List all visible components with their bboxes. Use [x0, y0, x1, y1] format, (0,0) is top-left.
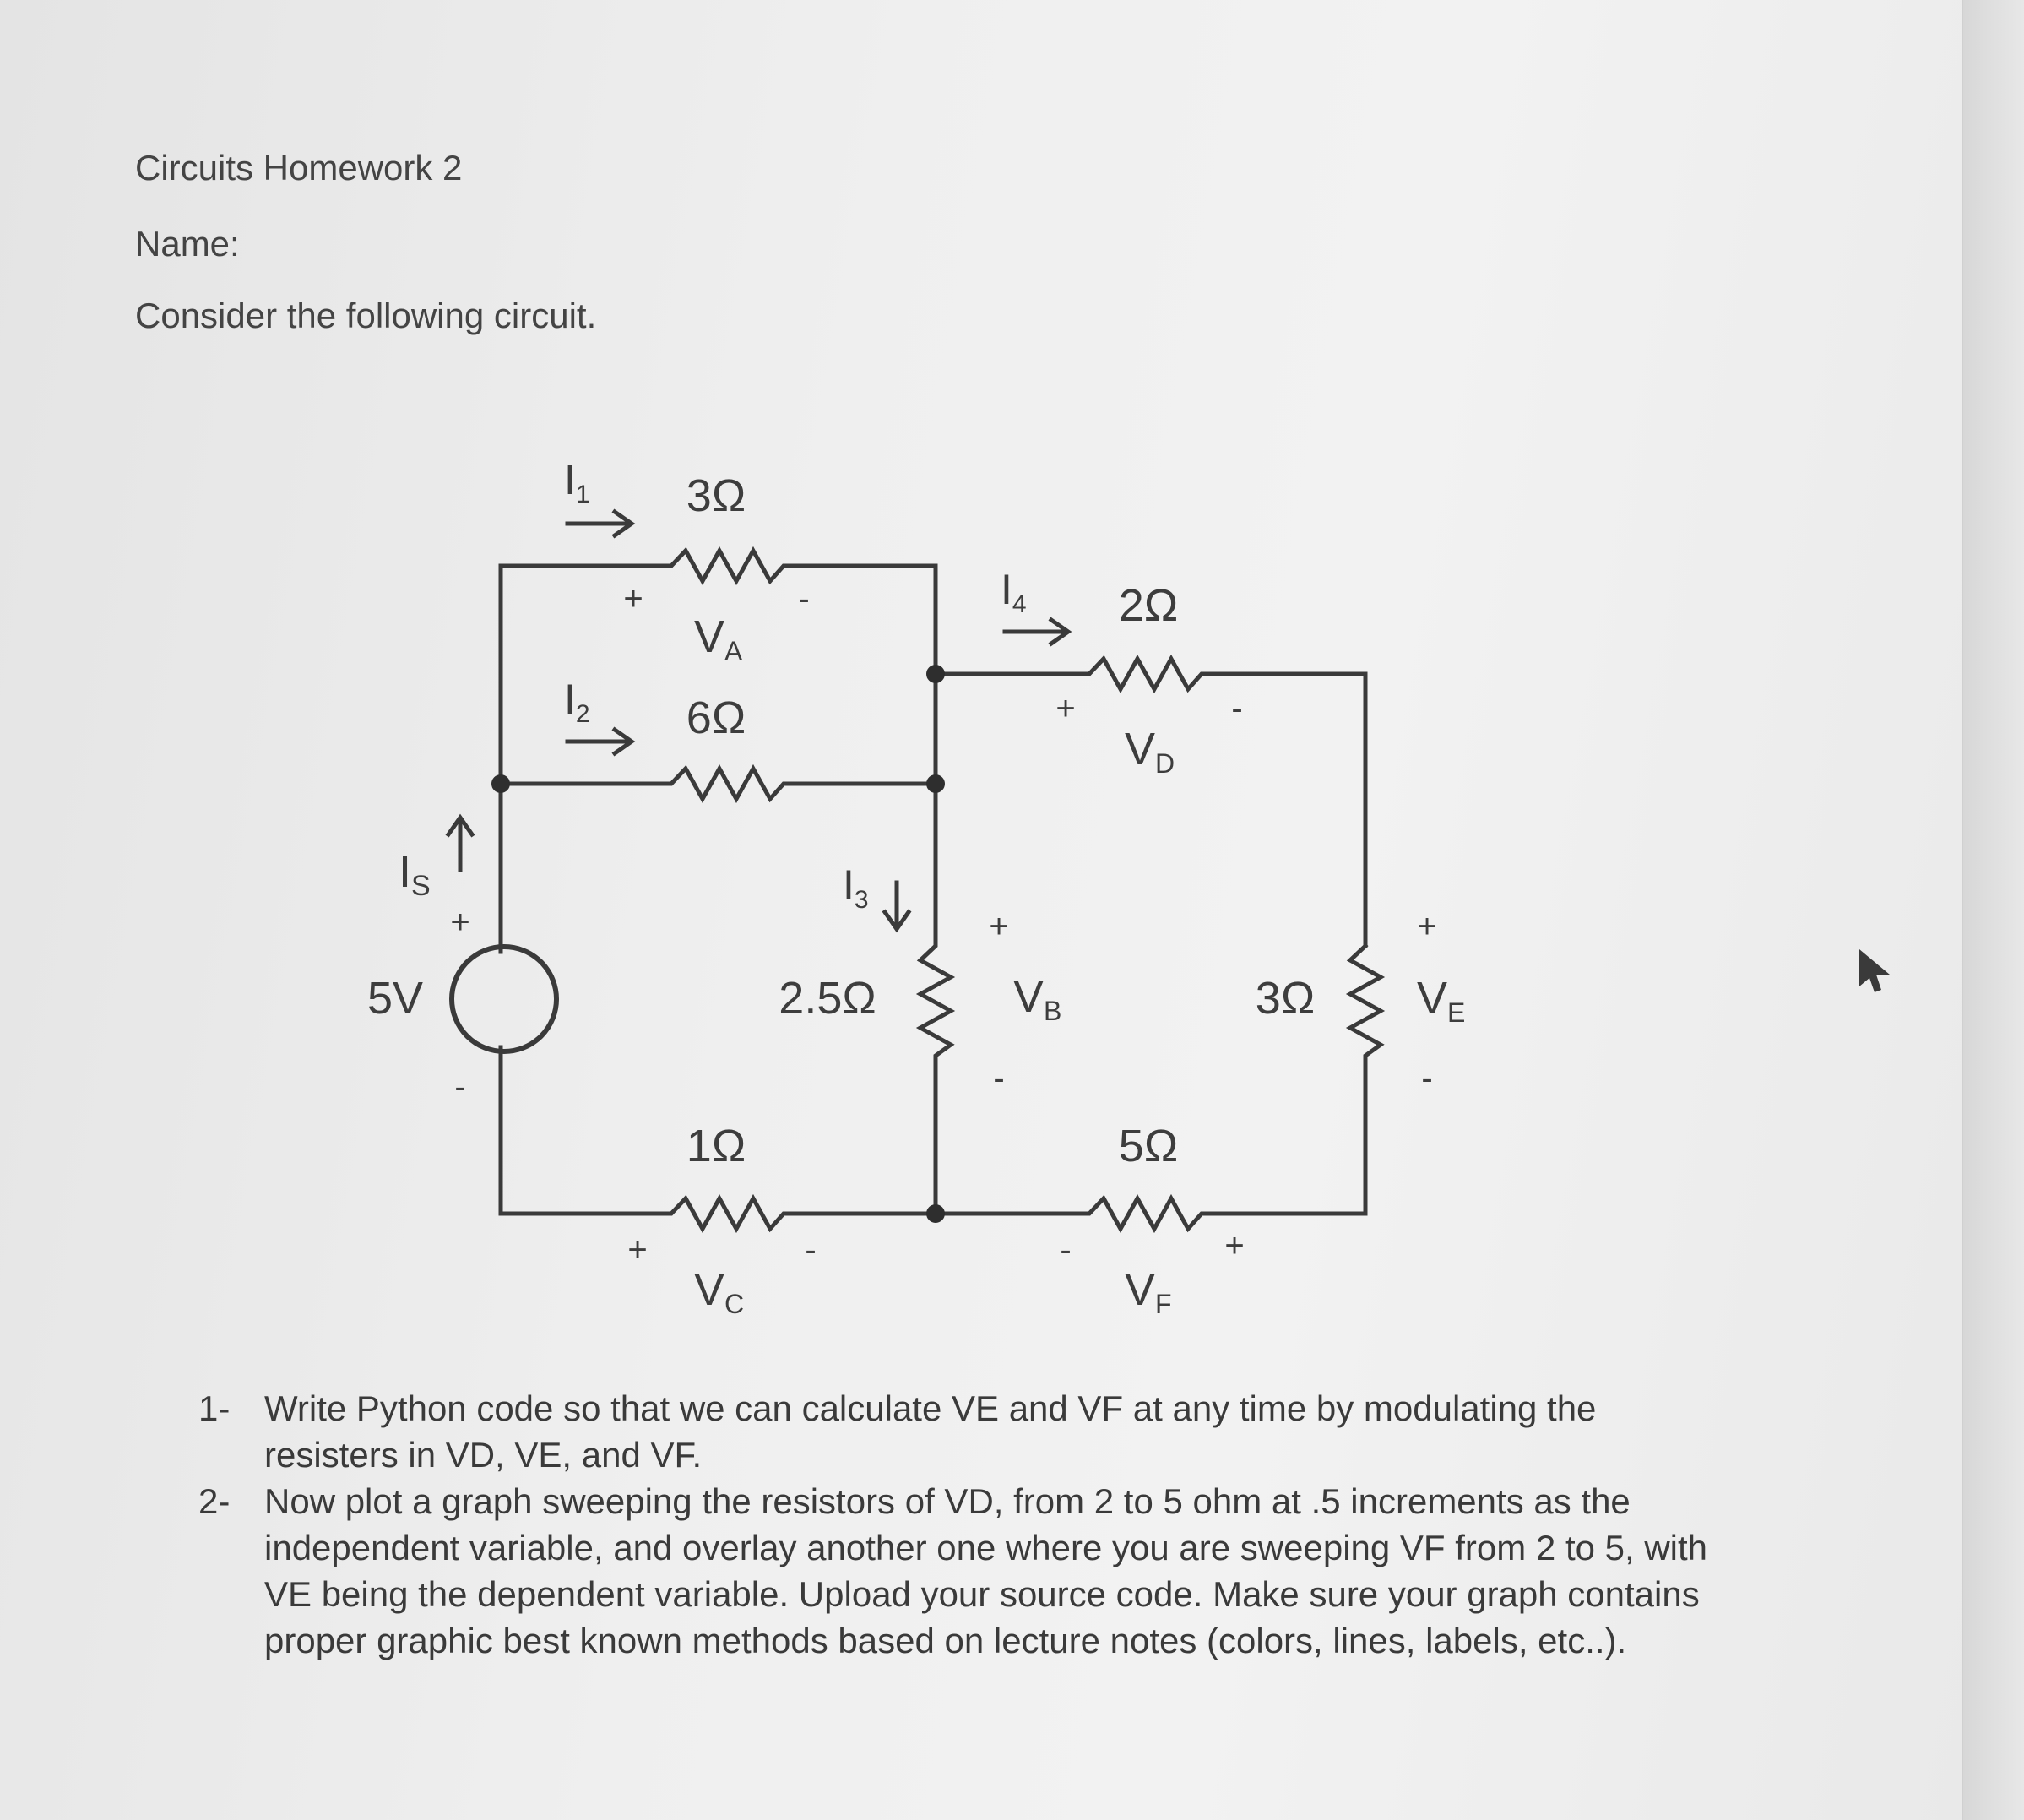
wire-left-lower [498, 1045, 938, 1234]
question-list: 1- Write Python code so that we can calc… [198, 1385, 1735, 1664]
polarity-minus: - [993, 1060, 1004, 1097]
page-edge [1962, 0, 2024, 1820]
question-item: 1- Write Python code so that we can calc… [198, 1385, 1735, 1478]
junction-dot [491, 774, 510, 793]
junction-dot [926, 774, 945, 793]
homework-page [0, 0, 1962, 1820]
current-label-is: IS [399, 846, 431, 902]
resistor-label-5ohm: 5Ω [1119, 1121, 1178, 1171]
source-plus: + [450, 904, 469, 941]
wire-bottom-right [933, 1193, 1368, 1234]
resistor-label-3ohm-right: 3Ω [1256, 973, 1315, 1024]
polarity-minus: - [1060, 1231, 1071, 1269]
polarity-minus: - [1231, 690, 1242, 727]
name-label: Name: [135, 224, 240, 263]
wire-top [498, 546, 938, 742]
voltage-label-vb: VB [1013, 971, 1061, 1026]
arrow-is [445, 813, 475, 872]
junction-dot [926, 665, 945, 683]
polarity-minus: - [798, 580, 809, 617]
question-text: Now plot a graph sweeping the resistors … [264, 1481, 1708, 1660]
resistor-label-3ohm-top: 3Ω [686, 470, 746, 521]
resistor-label-2p5ohm: 2.5Ω [779, 973, 876, 1024]
voltage-label-va: VA [694, 611, 743, 666]
question-text: Write Python code so that we can calcula… [264, 1388, 1597, 1475]
voltage-label-vc: VC [694, 1264, 744, 1319]
wire-right-top [933, 654, 1368, 948]
arrow-i3 [882, 880, 912, 933]
polarity-minus: - [1421, 1060, 1432, 1097]
circuit-diagram: 3Ω 6Ω 1Ω 2.5Ω 2Ω 3Ω 5Ω 5V + - I1 I2 I3 I… [367, 456, 1465, 1319]
wire-right-vertical [1345, 943, 1386, 1216]
current-label-i4: I4 [1001, 566, 1027, 618]
voltage-label-vd: VD [1125, 724, 1175, 779]
current-label-i3: I3 [843, 861, 869, 914]
polarity-plus: + [1417, 908, 1436, 945]
voltage-label-vf: VF [1125, 1264, 1172, 1319]
resistor-label-1ohm: 1Ω [686, 1121, 746, 1171]
voltage-label-ve: VE [1417, 973, 1465, 1028]
question-number: 1- [198, 1388, 231, 1428]
polarity-plus: + [627, 1231, 647, 1269]
resistor-label-2ohm: 2Ω [1119, 580, 1178, 631]
current-label-i2: I2 [564, 676, 590, 728]
document-title: Circuits Homework 2 [135, 148, 463, 187]
arrow-i2 [565, 726, 636, 757]
current-label-i1: I1 [564, 456, 590, 508]
resistor-label-6ohm: 6Ω [686, 693, 746, 743]
question-item: 2- Now plot a graph sweeping the resisto… [198, 1478, 1735, 1664]
wire-middle [498, 763, 938, 804]
polarity-plus: + [1224, 1227, 1244, 1264]
wire-center-vertical [915, 671, 956, 1216]
polarity-plus: + [1055, 690, 1075, 727]
arrow-i1 [565, 508, 636, 539]
junction-dot [926, 1204, 945, 1223]
arrow-i4 [1002, 617, 1072, 647]
question-number: 2- [198, 1481, 231, 1521]
intro-text: Consider the following circuit. [135, 296, 597, 335]
voltage-source [449, 944, 559, 1054]
source-voltage-label: 5V [367, 973, 423, 1024]
polarity-plus: + [989, 908, 1008, 945]
source-minus: - [454, 1068, 465, 1106]
polarity-minus: - [805, 1231, 816, 1269]
polarity-plus: + [623, 580, 643, 617]
mouse-cursor-icon [1859, 949, 1890, 992]
